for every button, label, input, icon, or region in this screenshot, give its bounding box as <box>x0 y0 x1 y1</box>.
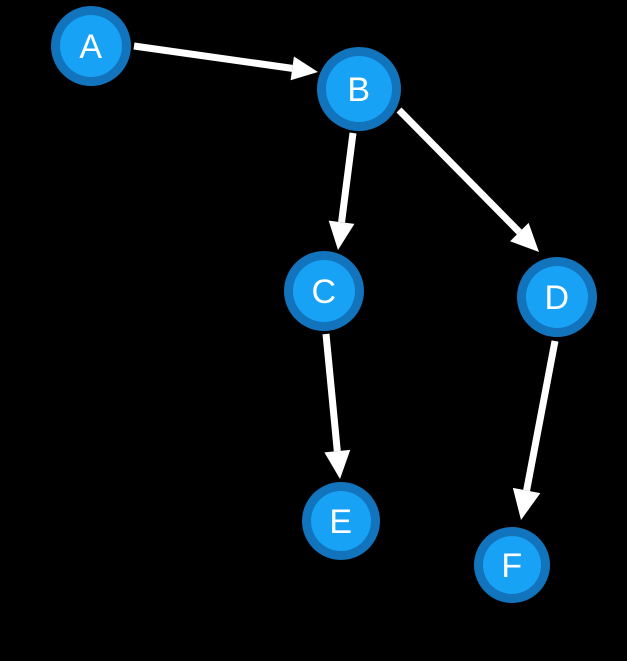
node-fill <box>326 56 392 122</box>
arrowhead-icon <box>328 220 355 250</box>
arrowhead-icon <box>290 56 318 81</box>
edge-b-d <box>396 107 539 252</box>
edge-line <box>523 340 559 492</box>
edge-d-f <box>512 340 559 520</box>
node-fill <box>526 266 588 328</box>
graph-node-b[interactable]: B <box>317 47 401 131</box>
node-label: B <box>347 71 370 109</box>
node-fill <box>60 15 122 77</box>
edge-line <box>396 107 522 235</box>
node-fill <box>293 260 355 322</box>
arrowhead-icon <box>324 449 351 479</box>
edge-line <box>338 132 357 223</box>
nodes-layer: A B C D E F <box>51 6 597 603</box>
edge-c-e <box>322 333 351 479</box>
node-fill <box>311 491 371 551</box>
node-label: F <box>501 547 522 585</box>
edge-a-b <box>133 42 318 81</box>
node-label: A <box>79 28 102 66</box>
node-fill <box>483 536 541 594</box>
graph-node-f[interactable]: F <box>474 527 550 603</box>
node-label: C <box>311 273 336 311</box>
node-label: D <box>544 279 569 317</box>
graph-node-a[interactable]: A <box>51 6 131 86</box>
arrowhead-icon <box>512 487 541 520</box>
edge-line <box>133 42 293 72</box>
graph-node-c[interactable]: C <box>284 251 364 331</box>
arrowhead-icon <box>510 222 539 252</box>
edge-b-c <box>328 132 357 250</box>
graph-node-d[interactable]: D <box>517 257 597 337</box>
edge-line <box>322 333 341 452</box>
edges-layer <box>133 42 559 520</box>
graph-node-e[interactable]: E <box>302 482 380 560</box>
node-label: E <box>329 503 352 541</box>
